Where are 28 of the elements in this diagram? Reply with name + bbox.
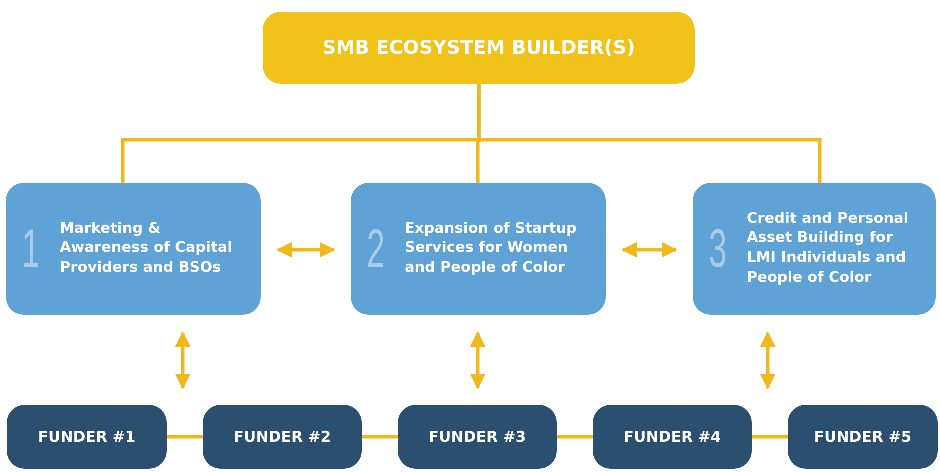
focus-area-box	[6, 183, 261, 315]
focus-area-box	[693, 183, 936, 315]
funder-box	[398, 405, 557, 469]
double-arrow	[760, 331, 776, 390]
funder-label: FUNDER #5	[814, 428, 912, 446]
funder-label: FUNDER #4	[624, 428, 722, 446]
connector-line	[557, 435, 593, 439]
connector-line	[167, 435, 203, 439]
title-box	[263, 12, 695, 84]
funder-label: FUNDER #2	[234, 428, 332, 446]
focus-area-box	[351, 183, 606, 315]
funder-box	[788, 405, 938, 469]
double-arrow	[621, 242, 678, 258]
title-text: SMB ECOSYSTEM BUILDER(S)	[322, 37, 636, 59]
connector-line	[362, 435, 398, 439]
focus-area-text: Expansion of Startup Services for Women and People of Color	[405, 220, 578, 278]
focus-area-text: Credit and Personal Asset Building for LMI Individuals and People of Color	[747, 210, 910, 288]
connector-line	[477, 84, 822, 183]
funder-label: FUNDER #1	[38, 428, 136, 446]
funder-box	[203, 405, 362, 469]
double-arrow	[276, 242, 336, 258]
focus-area-text: Marketing & Awareness of Capital Providers and BSOs	[60, 220, 234, 278]
connector-line	[752, 435, 788, 439]
funder-label: FUNDER #3	[428, 428, 526, 446]
funder-box	[593, 405, 752, 469]
double-arrow	[470, 331, 486, 390]
double-arrow	[175, 331, 191, 390]
funder-box	[7, 405, 167, 469]
